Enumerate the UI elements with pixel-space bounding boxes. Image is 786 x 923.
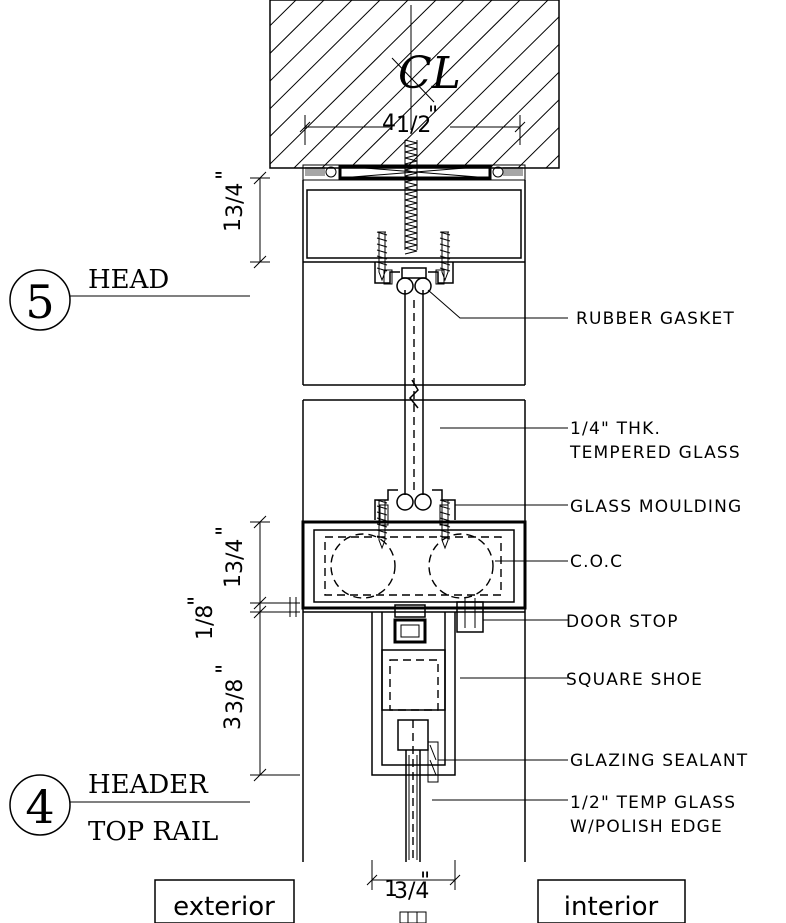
hatch-line bbox=[270, 0, 381, 110]
svg-text:4: 4 bbox=[25, 780, 54, 834]
top-rail-frame bbox=[301, 400, 527, 862]
svg-text:1/8: 1/8 bbox=[193, 605, 218, 640]
svg-text:5: 5 bbox=[25, 275, 54, 329]
callout-coc: C.O.C bbox=[570, 552, 623, 572]
hatch-line bbox=[321, 0, 493, 168]
svg-text:3: 3 bbox=[221, 716, 246, 730]
head-gasket-clips bbox=[374, 262, 454, 295]
callout-leaders bbox=[427, 289, 568, 801]
hatch-line bbox=[270, 0, 437, 165]
callout-door-stop: DOOR STOP bbox=[566, 612, 679, 632]
callout-square-shoe: SQUARE SHOE bbox=[566, 670, 703, 690]
hatch-line bbox=[270, 0, 409, 138]
svg-text:3/4: 3/4 bbox=[223, 183, 248, 218]
screw bbox=[439, 231, 451, 282]
hatch-line bbox=[405, 16, 559, 168]
hatch-line bbox=[658, 0, 786, 168]
shoe-depth-dimension: 3 3/8 " bbox=[213, 664, 248, 730]
svg-text:3/4: 3/4 bbox=[223, 539, 248, 574]
svg-text:3/8: 3/8 bbox=[223, 679, 248, 714]
svg-text:1: 1 bbox=[221, 574, 246, 588]
hatch-line bbox=[489, 99, 559, 168]
door-stop bbox=[456, 598, 484, 633]
svg-text:": " bbox=[213, 664, 238, 674]
head-depth-dimension: 1 3/4 " bbox=[213, 170, 270, 269]
hatch-line bbox=[742, 0, 786, 168]
svg-text:HEAD: HEAD bbox=[88, 265, 169, 295]
hatch-line bbox=[433, 43, 559, 168]
exterior-label-box: exterior bbox=[154, 879, 295, 923]
callout-tempered-glass: TEMPERED GLASS bbox=[569, 443, 741, 463]
svg-text:1/2: 1/2 bbox=[396, 113, 431, 138]
callout-rubber-gasket: RUBBER GASKET bbox=[576, 309, 735, 329]
svg-text:interior: interior bbox=[564, 892, 659, 922]
svg-text:": " bbox=[185, 596, 210, 606]
centerline-symbol: CL bbox=[398, 48, 461, 99]
svg-text:": " bbox=[420, 869, 430, 894]
hatch-line bbox=[602, 0, 772, 168]
svg-text:": " bbox=[213, 170, 238, 180]
hatch-line bbox=[686, 0, 786, 168]
hatch-line bbox=[545, 154, 559, 168]
hatch-line bbox=[517, 126, 559, 168]
svg-text:": " bbox=[213, 526, 238, 536]
screw bbox=[376, 231, 388, 282]
hatch-line bbox=[270, 0, 353, 82]
callout-glass-moulding: GLASS MOULDING bbox=[570, 497, 742, 517]
screw bbox=[439, 499, 451, 550]
callout-temp-glass: 1/2" TEMP GLASS bbox=[570, 793, 736, 813]
svg-text:HEADER: HEADER bbox=[88, 770, 209, 800]
svg-text:": " bbox=[428, 103, 438, 128]
svg-text:1: 1 bbox=[221, 218, 246, 232]
hatch-line bbox=[270, 0, 325, 55]
header-section-tag: 4 HEADER TOP RAIL bbox=[9, 770, 250, 847]
callout-polish-edge: W/POLISH EDGE bbox=[570, 817, 723, 837]
glass-moulding bbox=[374, 489, 456, 526]
hatch-line bbox=[293, 0, 465, 168]
svg-text:3/4: 3/4 bbox=[394, 879, 429, 904]
svg-text:4: 4 bbox=[382, 111, 396, 136]
hatch-line bbox=[461, 71, 559, 168]
callout-glazing-sealant: GLAZING SEALANT bbox=[570, 751, 748, 771]
svg-text:exterior: exterior bbox=[173, 892, 275, 922]
centerline: CL bbox=[391, 5, 461, 130]
head-section-tag: 5 HEAD bbox=[9, 265, 250, 331]
glass-pane-lower bbox=[397, 719, 439, 862]
hatch-line bbox=[714, 0, 786, 168]
hatch-line bbox=[574, 0, 744, 168]
hatch-line bbox=[98, 0, 268, 168]
rail-screws bbox=[376, 499, 451, 550]
head-width-dimension: 4 1/2 " bbox=[299, 103, 526, 145]
head-screws bbox=[376, 139, 451, 282]
hatch-line bbox=[630, 0, 786, 168]
hatch-line bbox=[349, 0, 521, 168]
screw bbox=[376, 499, 388, 550]
callout-glass-thickness: 1/4" THK. bbox=[570, 419, 661, 439]
rail-depth-dimension: 1 3/4 " 1/8 " bbox=[185, 515, 300, 782]
interior-label-box: interior bbox=[537, 879, 686, 923]
bottom-width-dimension: 1 3/4 " bbox=[366, 860, 461, 923]
svg-text:1: 1 bbox=[384, 877, 398, 902]
svg-text:TOP RAIL: TOP RAIL bbox=[88, 817, 218, 847]
glass-pane-upper bbox=[404, 290, 424, 495]
hatch-line bbox=[70, 0, 240, 168]
